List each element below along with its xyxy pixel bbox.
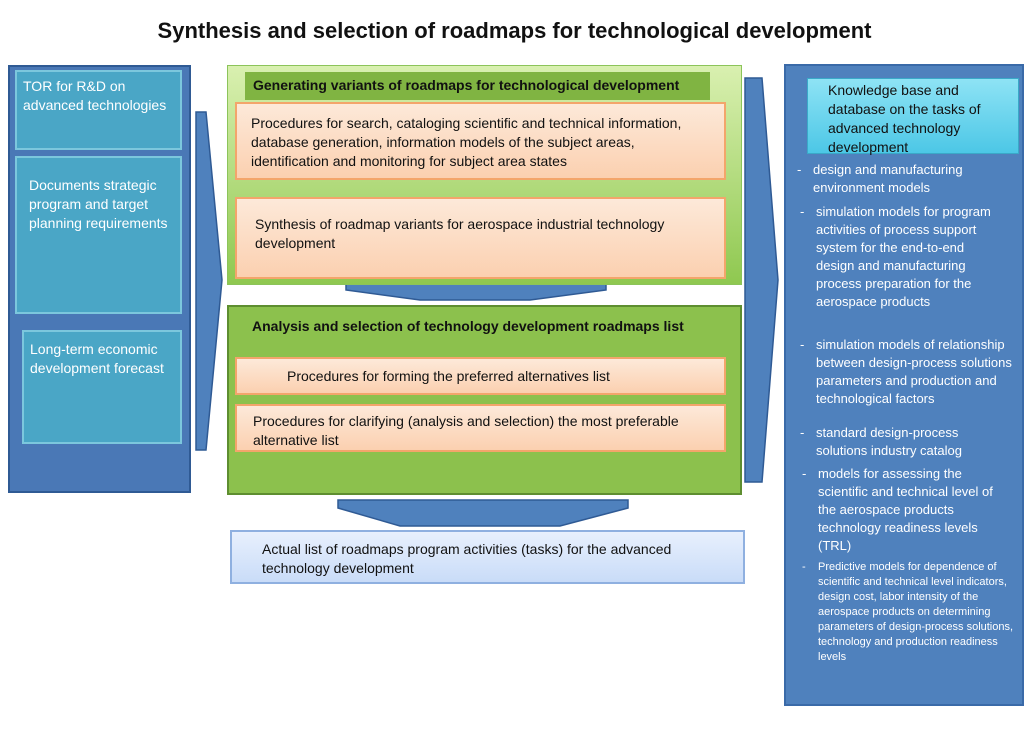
knowledge-base-box: Knowledge base and database on the tasks… — [807, 78, 1019, 155]
forming-procedures-box: Procedures for forming the preferred alt… — [235, 357, 726, 395]
analysis-title: Analysis and selection of technology dev… — [252, 318, 684, 334]
center-to-right-arrow — [744, 77, 779, 483]
actual-list-box: Actual list of roadmaps program activiti… — [230, 530, 745, 584]
analysis-panel — [227, 305, 742, 495]
analysis-to-actual-arrow — [337, 499, 629, 527]
left-to-center-arrow — [195, 111, 223, 451]
clarifying-procedures-box: Procedures for clarifying (analysis and … — [235, 404, 726, 452]
right-item: - simulation models for program activiti… — [800, 204, 991, 309]
right-item: - Predictive models for dependence of sc… — [802, 561, 1014, 663]
synthesis-box: Synthesis of roadmap variants for aerosp… — [235, 197, 726, 279]
right-item: - simulation models of relationship betw… — [800, 337, 1012, 406]
right-item: - standard design-process solutions indu… — [800, 425, 962, 458]
generate-to-analysis-arrow — [345, 283, 607, 301]
right-item: - models for assessing the scientific an… — [802, 466, 993, 553]
diagram-title: Synthesis and selection of roadmaps for … — [157, 18, 872, 43]
right-item: - design and manufacturing environment m… — [797, 162, 963, 195]
generating-title: Generating variants of roadmaps for tech… — [245, 72, 710, 100]
documents-box: Documents strategic program and target p… — [15, 156, 182, 314]
knowledge-panel — [784, 64, 1024, 706]
search-procedures-box: Procedures for search, cataloging scient… — [235, 102, 726, 180]
forecast-box: Long-term economic development forecast — [22, 330, 182, 444]
tor-box: TOR for R&D on advanced technologies — [15, 70, 182, 150]
